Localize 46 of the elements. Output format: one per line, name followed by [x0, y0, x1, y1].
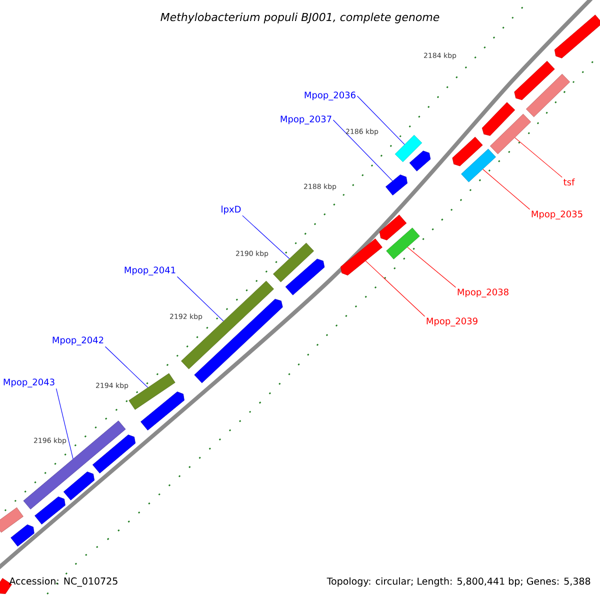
- info-text: Topology: circular; Length: 5,800,441 bp; Genes: 5,388: [326, 577, 590, 587]
- gene-feature: [514, 60, 555, 100]
- gene-category-block: [128, 373, 176, 410]
- gene-feature: [379, 214, 407, 240]
- gene-label: Mpop_2039: [426, 318, 478, 326]
- leader-line: [176, 276, 224, 322]
- gene-feature: [409, 150, 431, 172]
- gene-feature: [482, 102, 516, 136]
- gene-category-block: [490, 114, 532, 154]
- gene-feature: [92, 434, 136, 474]
- leader-line: [365, 260, 426, 317]
- gene-category-block: [0, 507, 24, 533]
- gene-feature: [285, 258, 325, 296]
- leader-line: [242, 215, 290, 259]
- gene-category-block: [386, 228, 420, 260]
- gene-category-block: [461, 148, 496, 182]
- gene-label: lpxD: [222, 206, 241, 214]
- gene-feature: [63, 472, 95, 500]
- leader-line: [514, 137, 562, 178]
- gene-feature: [452, 136, 483, 166]
- gene-label: Mpop_2043: [4, 378, 54, 388]
- gene-label: Mpop_2037: [280, 116, 332, 124]
- leader-line: [104, 346, 148, 388]
- gene-label: Mpop_2038: [458, 288, 508, 298]
- leader-line: [407, 246, 456, 288]
- info-text: Accession: NC_010725: [9, 577, 118, 587]
- gene-feature: [34, 496, 66, 524]
- gene-label: Mpop_2042: [52, 336, 104, 346]
- gene-label: Mpop_2036: [304, 92, 356, 100]
- gene-feature: [140, 392, 184, 430]
- gene-feature: [340, 238, 382, 276]
- title: Methylobacterium populi BJ001, complete genome: [160, 12, 440, 24]
- leader-line: [356, 96, 405, 145]
- leader-line: [482, 168, 530, 210]
- gene-label: Mpop_2035: [532, 210, 582, 220]
- leader-line: [56, 388, 74, 460]
- gene-category-block: [526, 74, 570, 118]
- gene-category-block: [394, 134, 422, 162]
- gene-feature: [386, 174, 408, 196]
- leader-line: [332, 120, 393, 182]
- gene-feature: [554, 14, 600, 58]
- gene-feature: [10, 524, 34, 547]
- gene-label: Mpop_2041: [124, 266, 176, 276]
- gene-label: tsf: [564, 178, 575, 186]
- gene-category-block: [273, 242, 314, 282]
- gene-category-block: [23, 420, 126, 510]
